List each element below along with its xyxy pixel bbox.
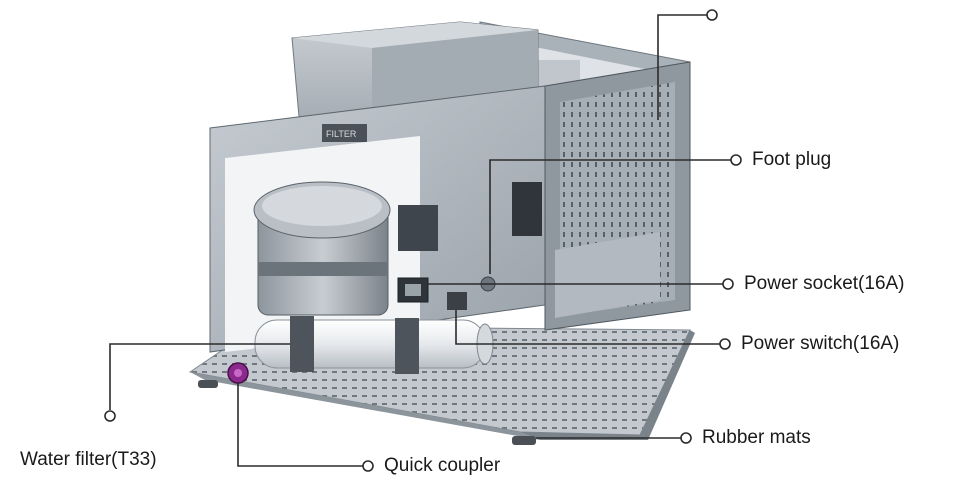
callout-water-filter: Water filter(T33) (20, 449, 157, 470)
power-socket-part (397, 277, 429, 303)
quick-coupler-part (227, 362, 249, 384)
callout-dot-foot-plug (730, 154, 742, 166)
callout-power-switch: Power switch(16A) (741, 333, 900, 354)
callout-power-socket: Power socket(16A) (744, 273, 905, 294)
leader-top (657, 14, 712, 120)
callout-foot-plug: Foot plug (752, 149, 832, 170)
leader-water-filter (109, 343, 290, 410)
compressor (253, 181, 391, 316)
callout-dot-power-socket (722, 278, 734, 290)
right-side-frame (512, 61, 691, 331)
callout-rubber-mats: Rubber mats (702, 427, 811, 448)
water-filter-part (254, 316, 494, 374)
leader-quick-coupler (237, 383, 368, 467)
leader-power-switch (455, 310, 725, 345)
power-switch-part (447, 292, 467, 310)
rubber-feet (198, 380, 536, 445)
callout-dot-quick-coupler (362, 460, 374, 472)
filter-tag: FILTER (326, 129, 357, 139)
callout-leaders (109, 14, 736, 467)
callout-dot-top (706, 9, 718, 21)
callout-quick-coupler: Quick coupler (384, 455, 501, 476)
leader-foot-plug (489, 159, 736, 274)
callout-dot-power-switch (719, 338, 731, 350)
callout-end-circles (104, 9, 742, 472)
callout-dot-rubber-mats (680, 432, 692, 444)
callout-dot-water-filter (104, 410, 116, 422)
